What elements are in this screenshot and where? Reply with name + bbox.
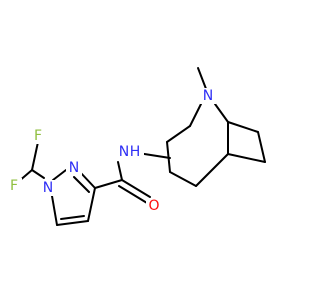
bond-chf2-ftop	[31, 141, 39, 171]
atoms: N N H O N N F	[6, 88, 216, 214]
bond-c3-c4	[169, 171, 197, 187]
atom-f-top-label: F	[34, 128, 42, 144]
bond-namide-ccarbonyl	[117, 161, 123, 181]
bond-n-bridgehead-right	[214, 103, 229, 123]
atom-n1-pyrazole: N	[40, 180, 56, 196]
bond-c4pz-c3pz	[87, 187, 96, 222]
bond-c7-c8	[257, 131, 266, 163]
bond-carbonyl-o-1	[121, 179, 151, 198]
atom-o-carbonyl: O	[146, 198, 162, 214]
structure-diagram: N N H O N N F	[6, 67, 266, 226]
atom-o-carbonyl-label: O	[148, 198, 159, 214]
bond-bhr-c7	[227, 121, 259, 133]
atom-f-left-label: F	[10, 178, 18, 194]
bond-bh-left-c2	[166, 125, 191, 143]
atom-n2-pyrazole-label: N	[69, 160, 79, 176]
atom-n2-pyrazole: N	[66, 160, 82, 176]
atom-n-methyl: N	[200, 88, 216, 104]
bond-c5pz-c4pz-2	[60, 215, 85, 220]
atom-n-methyl-label: N	[203, 88, 213, 104]
bond-carbonyl-c3pz	[94, 179, 123, 189]
bond-c3pz-n2-1	[79, 171, 96, 189]
bonds	[17, 67, 266, 226]
bond-n1-c5pz	[51, 195, 58, 226]
atom-n1-pyrazole-label: N	[43, 180, 53, 196]
bond-c5pz-c4pz-1	[56, 220, 89, 226]
bond-carbonyl-o-2	[118, 185, 148, 204]
bond-c4-bh-right2	[195, 153, 229, 187]
bond-n1-chf2	[31, 169, 45, 179]
bond-c8-c6	[227, 153, 266, 163]
atom-n-amide: N H	[118, 144, 144, 160]
atom-n-amide-label: N	[119, 144, 129, 160]
bond-n-bridgehead-left	[189, 103, 202, 127]
atom-h-amide-label: H	[130, 144, 141, 160]
atom-f-top: F	[30, 128, 46, 144]
atom-f-left: F	[6, 178, 22, 194]
bond-c3pz-n2-2	[73, 176, 90, 193]
molecule-canvas: N N H O N N F	[6, 67, 266, 226]
bond-n2-n1	[52, 169, 67, 181]
